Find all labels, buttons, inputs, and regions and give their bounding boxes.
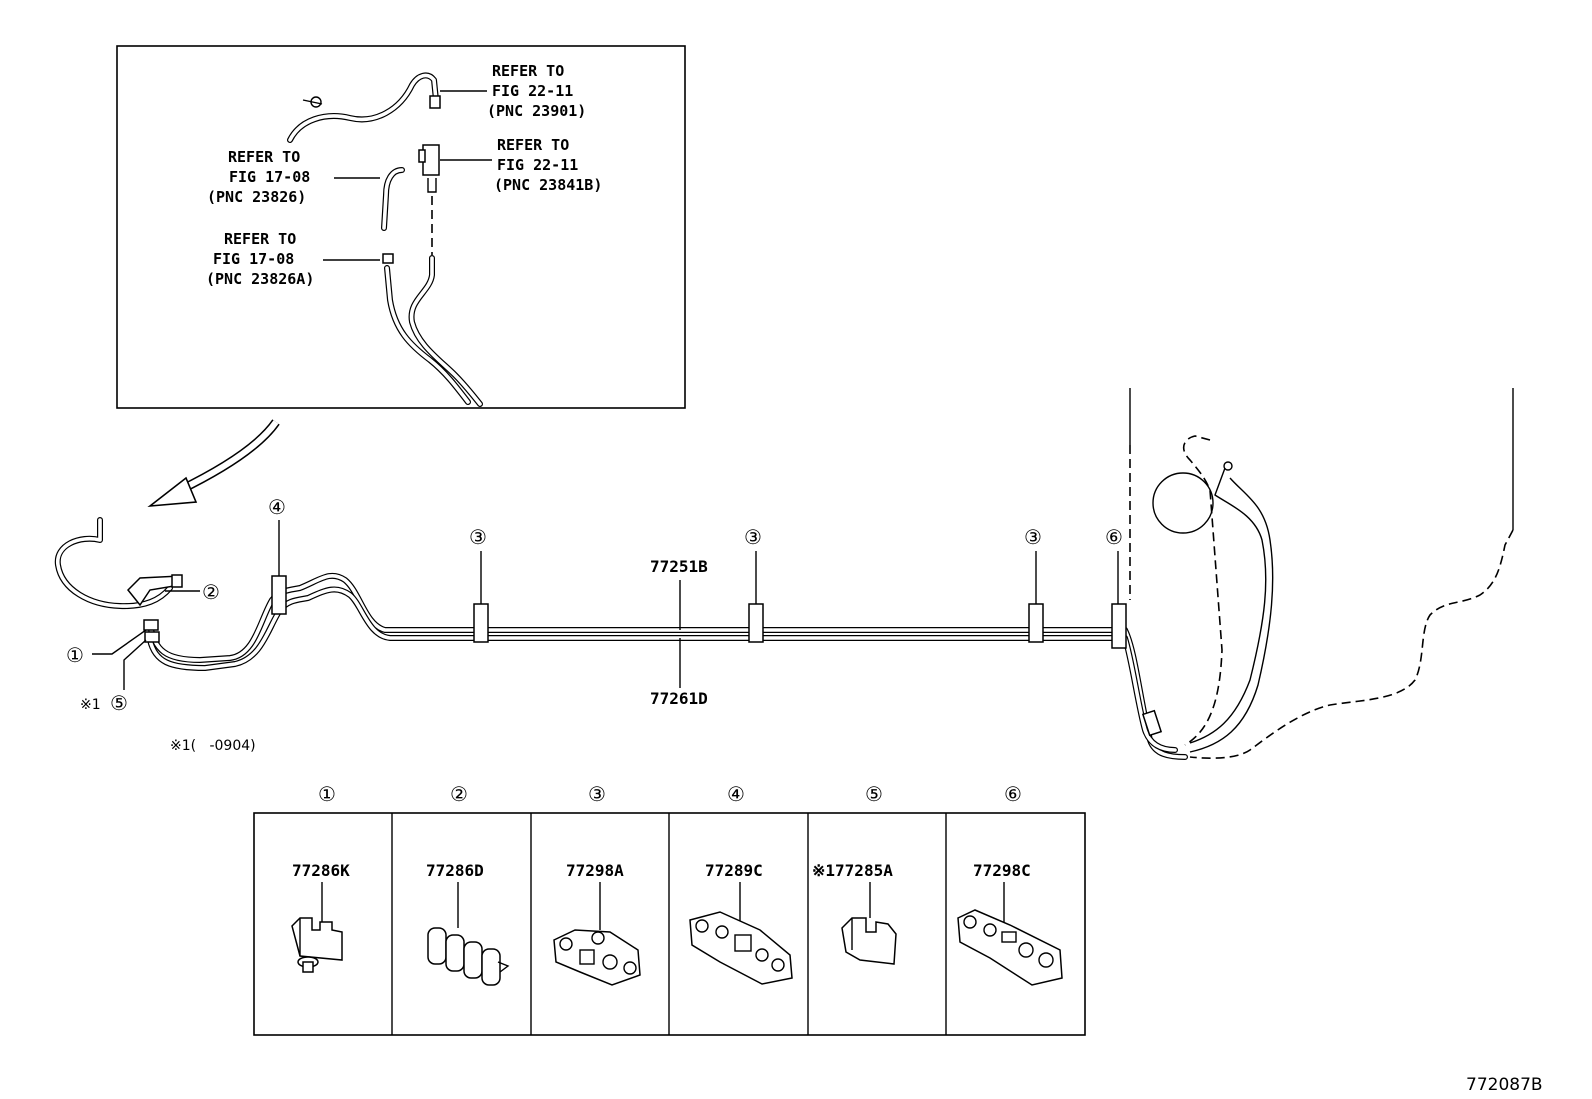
filler-neck-ring	[1152, 472, 1214, 534]
ref-3-line3: (PNC 23826)	[207, 188, 306, 206]
callout-5-note-mark: ※1	[80, 697, 101, 713]
right-fitting	[1141, 709, 1163, 737]
table-index-6: ⑥	[1004, 782, 1022, 806]
table-index-4: ④	[727, 782, 745, 806]
ref-4-line1: REFER TO	[224, 230, 296, 248]
callouts: ① ② ※1 ⑤ ④ ③ ③ ③ ⑥ 77251B 77261D	[66, 495, 1123, 715]
vehicle-outline	[1129, 388, 1514, 759]
clip-77286k-icon	[291, 917, 343, 973]
body-edge	[1189, 529, 1514, 759]
filler-tube	[1182, 435, 1223, 746]
ref-3-line2: FIG 17-08	[229, 168, 310, 186]
ref-4-line3: (PNC 23826A)	[206, 270, 314, 288]
ref-1-line1: REFER TO	[492, 62, 564, 80]
ref-1-line3: (PNC 23901)	[487, 102, 586, 120]
ref-4-line2: FIG 17-08	[213, 250, 294, 268]
ref-3-line1: REFER TO	[228, 148, 300, 166]
ref-2-line1: REFER TO	[497, 136, 569, 154]
pipe-77261d	[147, 586, 1178, 753]
pipe-label-77261d: 77261D	[650, 689, 708, 708]
callout-3-a: ③	[469, 525, 487, 549]
footnote: ※1( -0904)	[170, 738, 256, 754]
callout-2: ②	[202, 580, 220, 604]
clamp-3-a	[473, 603, 489, 643]
clamp-5	[144, 631, 160, 643]
table-part-1: 77286K	[292, 861, 350, 880]
table-part-4: 77289C	[705, 861, 763, 880]
table-index-3: ③	[588, 782, 606, 806]
detail-arrow	[147, 419, 280, 508]
callout-5: ⑤	[110, 691, 128, 715]
inset-joint	[382, 253, 394, 264]
callout-4: ④	[268, 495, 286, 519]
table-part-3: 77298A	[566, 861, 624, 880]
table-part-2: 77286D	[426, 861, 484, 880]
clip-77285a-icon	[841, 917, 897, 965]
callout-6: ⑥	[1105, 525, 1123, 549]
table-index-1: ①	[318, 782, 336, 806]
clamp-3-b	[748, 603, 764, 643]
table-index-5: ⑤	[865, 782, 883, 806]
ref-1-line2: FIG 22-11	[492, 82, 573, 100]
parts-table: ① ② ③ ④ ⑤ ⑥ 77286K 77286D 77298A 77289C …	[253, 782, 1086, 1036]
inset-detail: REFER TO FIG 22-11 (PNC 23901) REFER TO …	[116, 45, 686, 409]
clamp-6	[1111, 603, 1127, 649]
callout-3-b: ③	[744, 525, 762, 549]
callout-3-c: ③	[1024, 525, 1042, 549]
clamp-1	[143, 619, 159, 631]
main-assembly	[54, 517, 1188, 760]
callout-1: ①	[66, 643, 84, 667]
inset-frame	[116, 45, 686, 409]
table-part-5: ※177285A	[812, 861, 893, 880]
ref-2-line2: FIG 22-11	[497, 156, 578, 174]
table-index-2: ②	[450, 782, 468, 806]
clip-77298c-icon	[957, 909, 1063, 986]
clamp-3-c	[1028, 603, 1044, 643]
clip-77286d-icon	[427, 927, 510, 986]
table-part-6: 77298C	[973, 861, 1031, 880]
clip-77298a-icon	[553, 929, 641, 986]
clip-77289c-icon	[689, 911, 793, 985]
pipe-label-77251b: 77251B	[650, 557, 708, 576]
pipe-77251b	[147, 572, 1188, 760]
main-pipes	[147, 572, 1188, 760]
figure-id: 772087B	[1466, 1075, 1543, 1095]
clamp-4	[271, 575, 287, 615]
breather-line	[1189, 467, 1267, 744]
ref-2-line3: (PNC 23841B)	[494, 176, 602, 194]
